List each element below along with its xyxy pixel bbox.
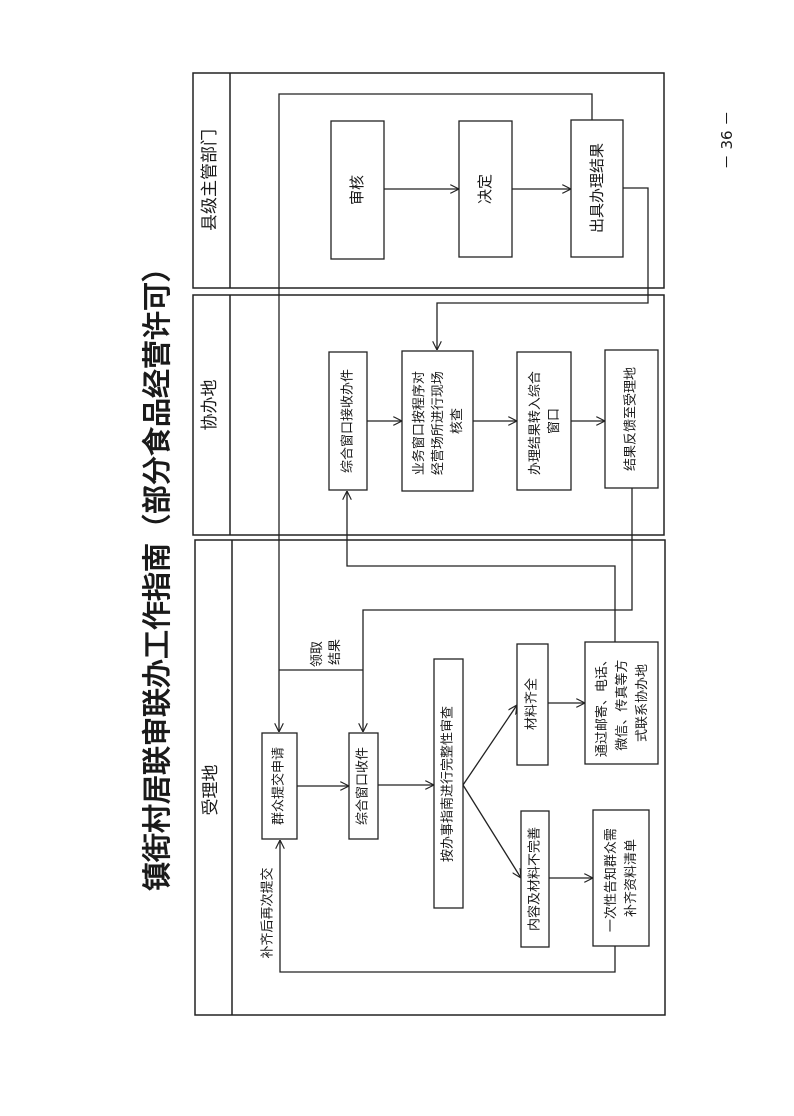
- collect-result-label: 领取 结果: [310, 637, 343, 667]
- lane-assist: 协办地: [192, 294, 665, 536]
- step-window-receive: 综合窗口收件: [348, 732, 379, 840]
- resubmit-label: 补齐后再次提交: [260, 867, 276, 958]
- step-submit-label: 群众提交申请: [271, 747, 287, 825]
- step-notify-once-label: 一次性告知群众需 补齐资料清单: [603, 824, 639, 932]
- step-contact-assist: 通过邮寄、电话、 微信、传真等方 式联系协办地: [584, 641, 659, 765]
- step-materials-complete: 材料齐全: [516, 643, 549, 766]
- step-decide-label: 决定: [476, 174, 494, 204]
- lane-county: 县级主管部门: [192, 72, 665, 289]
- step-feedback-label: 结果反馈至受理地: [624, 367, 639, 471]
- step-assist-receive: 综合窗口接收办件: [328, 351, 368, 491]
- step-decide: 决定: [458, 120, 513, 258]
- step-completeness-review: 按办事指南进行完整性审查: [433, 658, 464, 909]
- step-review: 审核: [330, 120, 385, 260]
- step-window-receive-label: 综合窗口收件: [355, 747, 371, 825]
- lane-accept-label: 受理地: [201, 765, 221, 816]
- step-review-label: 审核: [348, 175, 366, 205]
- step-submit: 群众提交申请: [261, 732, 298, 840]
- step-contact-assist-label: 通过邮寄、电话、 微信、传真等方 式联系协办地: [594, 649, 650, 757]
- document-title: 镇街村居联审联办工作指南（部分食品经营许可）: [140, 253, 174, 891]
- step-materials-incomplete: 内容及材料不完善: [520, 810, 550, 948]
- connectors: [279, 93, 649, 973]
- lane-accept: 受理地: [194, 539, 666, 1016]
- step-assist-receive-label: 综合窗口接收办件: [340, 369, 356, 473]
- step-materials-complete-label: 材料齐全: [524, 678, 540, 730]
- step-feedback: 结果反馈至受理地: [604, 349, 659, 489]
- page-number: － 36 －: [718, 111, 736, 170]
- lane-county-label: 县级主管部门: [200, 129, 220, 231]
- step-transfer-result: 办理结果转入综合 窗口: [516, 351, 572, 491]
- lane-assist-label: 协办地: [200, 380, 220, 431]
- step-issue-result: 出具办理结果: [570, 119, 624, 258]
- step-onsite-inspection: 业务窗口按程序对 经营场所进行现场 核查: [401, 350, 474, 492]
- step-notify-once: 一次性告知群众需 补齐资料清单: [592, 809, 650, 947]
- step-materials-incomplete-label: 内容及材料不完善: [527, 827, 543, 931]
- step-issue-result-label: 出具办理结果: [588, 143, 606, 233]
- step-onsite-inspection-label: 业务窗口按程序对 经营场所进行现场 核查: [411, 367, 465, 475]
- step-completeness-review-label: 按办事指南进行完整性审查: [440, 706, 456, 862]
- step-transfer-result-label: 办理结果转入综合 窗口: [528, 367, 562, 475]
